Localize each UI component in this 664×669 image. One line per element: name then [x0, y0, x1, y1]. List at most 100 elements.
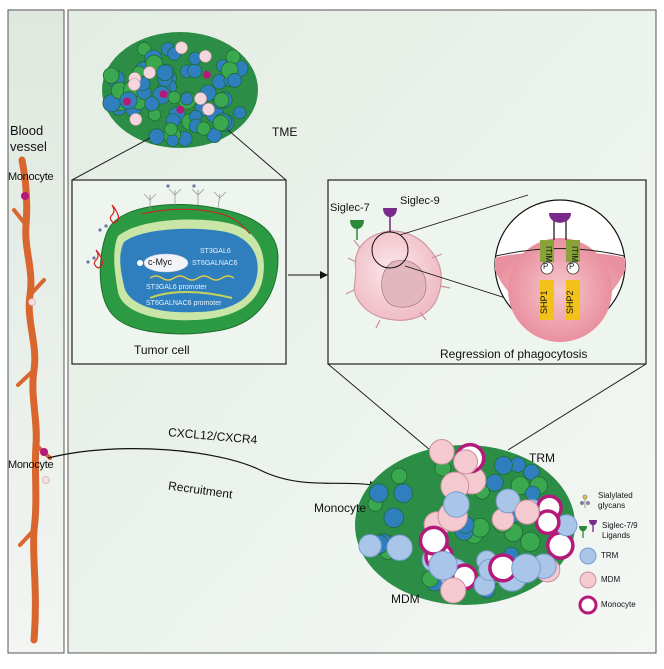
monocyte-cell	[545, 531, 575, 560]
glycans	[143, 188, 227, 210]
promoter1-label: ST3GAL6 promoter	[146, 284, 207, 291]
tumor-cell	[383, 507, 405, 529]
shp2-label: SHP2	[565, 290, 575, 314]
shp1-box	[540, 280, 554, 320]
mdm-cluster-label: MDM	[391, 592, 420, 606]
macrophage-cell	[175, 41, 188, 55]
macrophage-cell	[143, 66, 156, 79]
phagocytosis-caption: Regression of phagocytosis	[440, 347, 588, 361]
siglec7-label: Siglec-7	[330, 202, 370, 214]
phospho-2	[566, 261, 580, 275]
tumor-cell-caption: Tumor cell	[134, 343, 190, 357]
monocyte-cell	[123, 97, 131, 106]
phospho-label-1: P	[543, 262, 549, 271]
trm-cell	[511, 553, 541, 584]
macrophage-cell	[194, 92, 207, 105]
macrophage-cell	[202, 103, 215, 116]
tumor-cell	[164, 122, 178, 136]
trm-cell	[443, 491, 470, 518]
legend-glycan-label-2: glycans	[598, 501, 626, 510]
mdm-cell	[453, 449, 479, 475]
tumor-cell	[167, 90, 181, 105]
vessel-title-line2: vessel	[10, 139, 47, 154]
gene2-label: ST6GALNAC6	[192, 260, 238, 267]
legend-glycan-icon	[580, 494, 591, 508]
legend	[578, 494, 598, 615]
legend-trm-icon	[579, 547, 597, 565]
vessel-monocyte-top-label: Monocyte	[8, 171, 54, 183]
tme-cluster	[102, 32, 258, 148]
tumor-cell	[144, 96, 160, 112]
macrophage-cell	[129, 113, 143, 126]
monocyte-cell	[534, 509, 561, 536]
tumor-cell	[180, 92, 194, 106]
promoter2-label: ST6GALNAC6 promoter	[146, 300, 222, 307]
itim-box-2	[566, 240, 580, 262]
vessel-monocyte-top	[21, 192, 29, 200]
monocyte-cell	[418, 525, 449, 556]
legend-monocyte-icon	[578, 595, 598, 615]
tumor-cell	[227, 72, 243, 88]
tumor-cell	[393, 483, 414, 504]
tme-label: TME	[272, 125, 298, 139]
recruitment-arrow	[47, 448, 373, 486]
vessel-monocyte-bottom	[40, 448, 48, 456]
legend-glycan-label-1: Sialylated	[598, 491, 633, 500]
itim-label-1: ITIM	[544, 246, 553, 262]
tumor-cell	[520, 531, 541, 552]
bottom-tme-cluster	[355, 439, 578, 605]
legend-siglec-label-2: Ligands	[602, 531, 631, 540]
legend-mdm-label: MDM	[601, 575, 621, 584]
trm-cell	[358, 534, 382, 558]
monocyte-cell	[202, 70, 211, 79]
tumor-cell	[188, 51, 202, 66]
cmyc-label: c-Myc	[148, 257, 172, 267]
tumor-cell	[156, 64, 174, 82]
mdm-cell	[440, 577, 467, 604]
siglec9-label: Siglec-9	[400, 195, 440, 207]
legend-siglec-icon	[579, 520, 597, 538]
tumor-cell	[166, 134, 180, 148]
vessel-monocyte-bottom-label: Monocyte	[8, 459, 54, 471]
macrophage-cell	[127, 78, 141, 91]
monocyte-cell	[176, 105, 185, 114]
trm-cell	[495, 488, 521, 514]
tumor-nucleus	[120, 228, 258, 313]
tumor-cell	[493, 455, 513, 475]
phospho-1	[540, 261, 554, 275]
legend-mdm-icon	[579, 571, 597, 589]
itim-box-1	[540, 240, 554, 262]
monocyte-cell	[159, 90, 168, 99]
tumor-cell	[206, 127, 223, 144]
vessel-title-line1: Blood	[10, 123, 44, 138]
trm-cell	[428, 550, 458, 581]
shp1-label: SHP1	[539, 290, 549, 314]
tumor-cell	[369, 483, 389, 503]
legend-siglec-label-1: Siglec-7/9	[602, 521, 638, 530]
mdm-cell	[514, 499, 540, 525]
tumor-cell	[233, 106, 247, 120]
tumor-cell	[196, 121, 211, 136]
cmyc-blob	[143, 253, 189, 273]
tumor-cell	[102, 67, 120, 84]
legend-monocyte-label: Monocyte	[601, 600, 636, 609]
mdm-cell	[428, 439, 455, 465]
tumor-cell	[212, 114, 230, 132]
tumor-cell	[510, 476, 530, 496]
macrophage-cell	[199, 49, 212, 63]
tumor-cell	[187, 63, 203, 79]
phospho-label-2: P	[569, 262, 575, 271]
trm-cluster-label: TRM	[529, 451, 555, 465]
legend-trm-label: TRM	[601, 551, 619, 560]
tumor-cell	[524, 485, 541, 502]
tumor-cell	[148, 128, 165, 145]
gene1-label: ST3GAL6	[200, 248, 231, 255]
itim-label-2: ITIM	[570, 246, 579, 262]
tumor-cell	[213, 92, 230, 108]
trm-cell	[386, 534, 413, 561]
shp2-box	[566, 280, 580, 320]
monocyte-cluster-label: Monocyte	[314, 501, 367, 515]
tumor-cell	[391, 467, 408, 485]
